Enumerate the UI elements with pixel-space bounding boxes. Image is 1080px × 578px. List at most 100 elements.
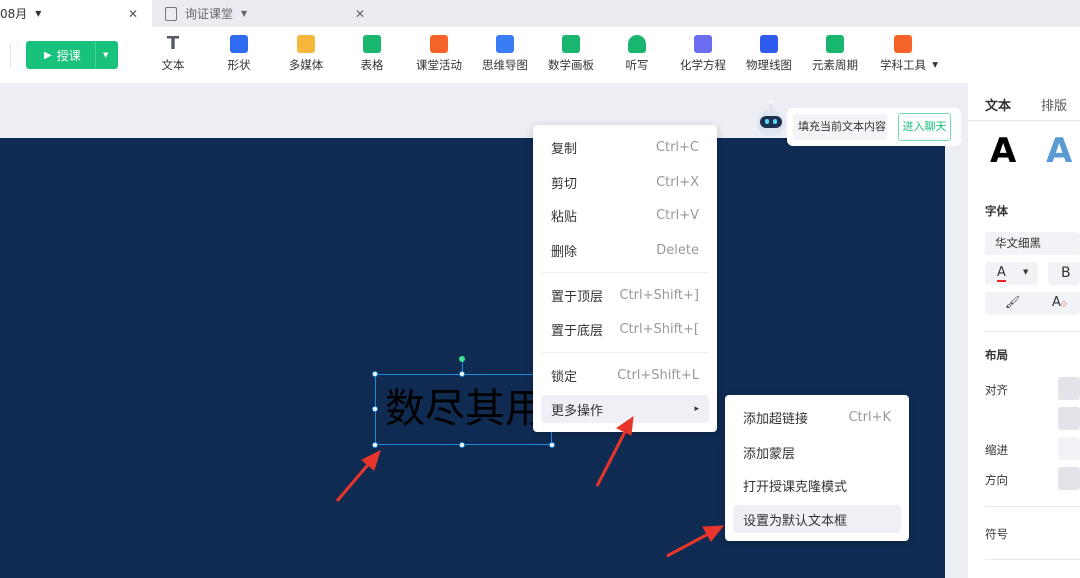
start-class-button[interactable]: ▶ 授课 ▼ xyxy=(26,41,118,69)
menu-item[interactable]: 更多操作 ▸ xyxy=(541,395,709,423)
resize-handle[interactable] xyxy=(459,442,465,448)
menu-item[interactable]: 打开授课克隆模式 xyxy=(733,471,901,499)
tool-shape[interactable]: 形状 xyxy=(206,35,272,73)
symbol-label: 符号 xyxy=(985,527,1008,541)
menu-item-shortcut: Ctrl+V xyxy=(656,207,699,223)
menu-item-label: 粘贴 xyxy=(551,209,578,225)
menu-item-label: 剪切 xyxy=(551,176,578,192)
menu-item-label: 删除 xyxy=(551,244,578,260)
align-button[interactable] xyxy=(1058,377,1080,400)
tab-label: 08月 xyxy=(0,7,28,21)
font-family-select[interactable]: 华文细黑 xyxy=(985,232,1080,255)
resize-handle[interactable] xyxy=(372,406,378,412)
enter-chat-button[interactable]: 进入聊天 xyxy=(898,113,951,141)
tool-label: 多媒体 xyxy=(288,58,324,72)
menu-item[interactable]: 粘贴 Ctrl+V xyxy=(541,201,709,229)
chevron-down-icon[interactable]: ▼ xyxy=(241,9,248,18)
tool-headphones[interactable]: 听写 xyxy=(604,35,670,73)
start-label: 授课 xyxy=(56,48,81,63)
text-style-black[interactable]: A xyxy=(990,131,1017,171)
ai-robot-icon[interactable] xyxy=(755,100,787,145)
tool-label: 思维导图 xyxy=(482,58,528,72)
arrow-head xyxy=(361,450,381,471)
tool-chemistry[interactable]: 化学方程 xyxy=(670,35,736,73)
tool-math-board[interactable]: 数学画板 xyxy=(538,35,604,73)
ai-prompt-text[interactable]: 填充当前文本内容 xyxy=(793,114,887,140)
arrow xyxy=(595,427,629,487)
font-color-button[interactable]: A ▼ xyxy=(985,262,1038,285)
tab-bar: 08月 ▼ ✕ 询证课堂 ▼ ✕ xyxy=(0,0,1080,27)
tool-image[interactable]: 多媒体 xyxy=(273,35,339,73)
menu-divider xyxy=(541,352,709,353)
tool-periodic-table[interactable]: 元素周期 xyxy=(802,35,868,73)
table-icon xyxy=(363,35,381,53)
chemistry-icon xyxy=(694,35,712,53)
tool-label: 课堂活动 xyxy=(416,58,462,72)
clear-format-icon[interactable]: A◇ xyxy=(1052,295,1068,310)
tool-label: 听写 xyxy=(625,58,649,72)
chevron-down-icon: ▾ xyxy=(932,57,938,71)
text-box-content[interactable]: 数尽其用 xyxy=(385,387,540,431)
menu-item-shortcut: ▸ xyxy=(694,404,699,414)
menu-item-label: 设置为默认文本框 xyxy=(743,513,848,529)
font-color-icon: A xyxy=(997,265,1006,282)
subject-tools-icon xyxy=(894,35,912,53)
text-icon: T xyxy=(166,33,180,54)
bold-button[interactable]: B xyxy=(1048,262,1080,285)
chevron-down-icon[interactable]: ▼ xyxy=(35,9,42,18)
menu-item-label: 复制 xyxy=(551,141,578,157)
menu-item[interactable]: 删除 Delete xyxy=(541,236,709,264)
tab-label: 询证课堂 xyxy=(185,7,234,21)
text-style-blue[interactable]: A xyxy=(1046,131,1073,171)
close-icon[interactable]: ✕ xyxy=(128,6,139,21)
tool-label: 学科工具 xyxy=(880,58,926,72)
align-label: 对齐 xyxy=(985,383,1008,397)
resize-handle[interactable] xyxy=(372,371,378,377)
tool-physics[interactable]: 物理线图 xyxy=(736,35,802,73)
menu-item-label: 置于底层 xyxy=(551,323,604,339)
format-row: 🖌 A◇ xyxy=(985,292,1080,315)
format-painter-icon[interactable]: 🖌 xyxy=(1005,295,1021,309)
file-icon xyxy=(165,6,177,21)
panel-tab-layout[interactable]: 排版 xyxy=(1041,99,1068,114)
menu-item[interactable]: 添加蒙层 xyxy=(733,438,901,466)
tab-active[interactable]: 08月 ▼ ✕ xyxy=(0,0,152,27)
layout-section-title: 布局 xyxy=(985,348,1008,362)
menu-item-label: 更多操作 xyxy=(551,403,604,419)
tool-label: 文本 xyxy=(161,58,185,72)
tool-activity[interactable]: 课堂活动 xyxy=(406,35,472,73)
tool-label: 物理线图 xyxy=(746,58,792,72)
resize-handle[interactable] xyxy=(459,371,465,377)
rotate-handle[interactable] xyxy=(459,356,465,362)
tool-mindmap[interactable]: 思维导图 xyxy=(472,35,538,73)
resize-handle[interactable] xyxy=(372,442,378,448)
menu-item-label: 锁定 xyxy=(551,369,578,385)
panel-tab-text[interactable]: 文本 xyxy=(985,99,1012,114)
shape-icon xyxy=(230,35,248,53)
menu-item-shortcut: Ctrl+K xyxy=(848,409,891,425)
headphones-icon xyxy=(628,35,646,53)
activity-icon xyxy=(430,35,448,53)
font-section-title: 字体 xyxy=(985,204,1008,218)
indent-button[interactable] xyxy=(1058,437,1080,460)
tool-label: 数学画板 xyxy=(548,58,594,72)
chevron-down-icon[interactable]: ▼ xyxy=(103,51,109,59)
tool-label: 形状 xyxy=(227,58,251,72)
direction-button[interactable] xyxy=(1058,467,1080,490)
tool-table[interactable]: 表格 xyxy=(339,35,405,73)
tool-text[interactable]: T 文本 xyxy=(140,35,206,73)
valign-button[interactable] xyxy=(1058,407,1080,430)
menu-item-shortcut: Delete xyxy=(656,242,699,258)
tab-inactive[interactable]: 询证课堂 ▼ ✕ xyxy=(165,0,380,27)
menu-item[interactable]: 设置为默认文本框 xyxy=(733,505,901,533)
tool-subject-tools[interactable]: 学科工具 ▾ xyxy=(870,35,938,73)
resize-handle[interactable] xyxy=(549,442,555,448)
close-icon[interactable]: ✕ xyxy=(355,6,366,21)
